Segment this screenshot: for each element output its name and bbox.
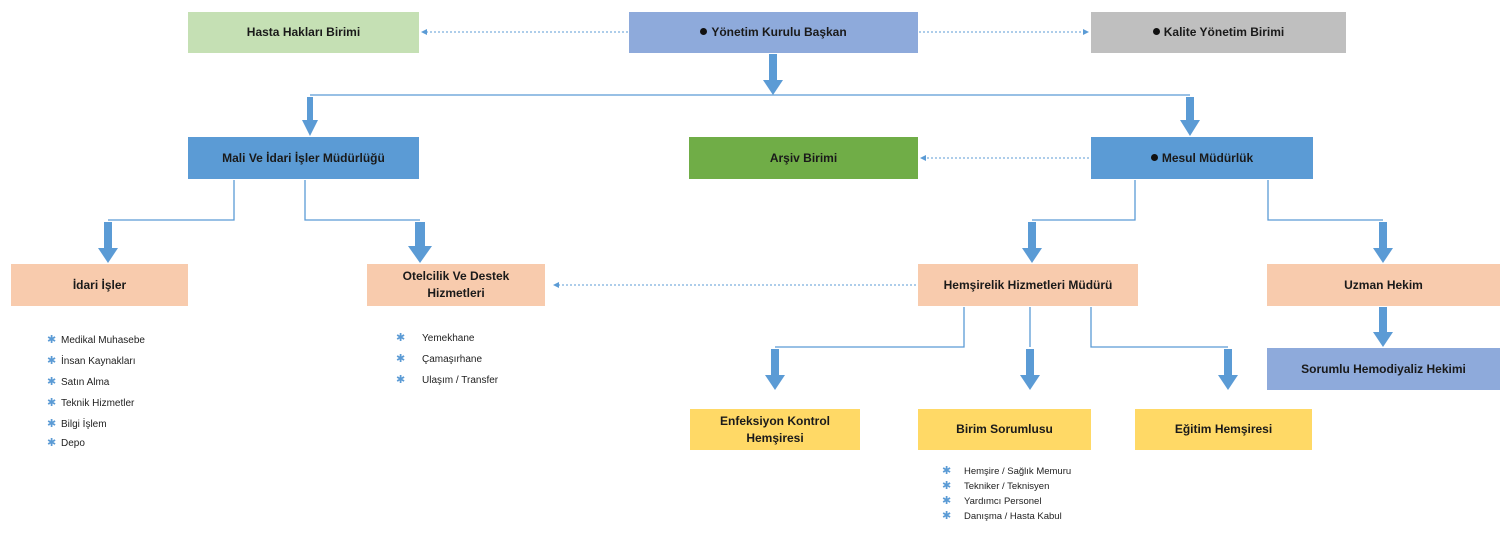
list-item: ✱Satın Alma [47, 376, 110, 389]
bullet-icon [700, 28, 708, 35]
bullet-icon [1152, 28, 1160, 35]
node-label: Uzman Hekim [1344, 277, 1423, 292]
node-label: Kalite Yönetim Birimi [1163, 25, 1285, 39]
list-item: ✱İnsan Kaynakları [47, 355, 136, 368]
list-item: ✱Hemşire / Sağlık Memuru [942, 465, 1072, 478]
asterisk-icon: ✱ [942, 465, 952, 477]
block-arrow-egitim [1218, 349, 1238, 390]
node-yonetim-kurulu: Yönetim Kurulu Başkan [629, 12, 918, 53]
asterisk-icon: ✱ [47, 418, 57, 430]
asterisk-icon: ✱ [47, 376, 57, 388]
list-item: ✱Danışma / Hasta Kabul [942, 510, 1062, 523]
asterisk-icon: ✱ [47, 355, 57, 367]
block-arrow-enfeksiyon [765, 349, 785, 390]
block-arrow-idari [98, 222, 118, 263]
asterisk-icon: ✱ [47, 437, 57, 449]
node-label: Hemşirelik Hizmetleri Müdürü [943, 277, 1113, 292]
block-arrow-birim [1020, 349, 1040, 390]
asterisk-icon: ✱ [942, 495, 952, 507]
node-label: Enfeksiyon Kontrol Hemşiresi [719, 413, 830, 445]
node-sorumlu-hemodiyaliz: Sorumlu Hemodiyaliz Hekimi [1267, 348, 1500, 390]
node-arsiv: Arşiv Birimi [689, 137, 918, 179]
asterisk-icon: ✱ [396, 332, 406, 344]
node-label: İdari İşler [72, 277, 127, 292]
node-label: Hasta Hakları Birimi [246, 25, 361, 39]
asterisk-icon: ✱ [47, 334, 57, 346]
list-item: ✱Bilgi İşlem [47, 418, 107, 431]
node-mali-idari: Mali Ve İdari İşler Müdürlüğü [188, 137, 419, 179]
block-arrow-otelcilik [408, 222, 432, 263]
block-arrow-mesul [1180, 97, 1200, 136]
node-label: Mesul Müdürlük [1161, 150, 1254, 165]
birim-items-list: ✱Hemşire / Sağlık Memuru ✱Tekniker / Tek… [942, 464, 1071, 524]
asterisk-icon: ✱ [942, 480, 952, 492]
list-item: ✱Çamaşırhane [396, 353, 483, 366]
node-label: Eğitim Hemşiresi [1174, 422, 1273, 436]
idari-items-list: ✱Medikal Muhasebe ✱İnsan Kaynakları ✱Sat… [47, 330, 145, 452]
asterisk-icon: ✱ [942, 510, 952, 522]
list-item: ✱Yardımcı Personel [942, 495, 1042, 508]
list-item: ✱Yemekhane [396, 332, 475, 345]
node-birim-sorumlusu: Birim Sorumlusu [918, 409, 1091, 450]
asterisk-icon: ✱ [396, 353, 406, 365]
node-idari-isler: İdari İşler [11, 264, 188, 306]
node-enfeksiyon: Enfeksiyon Kontrol Hemşiresi [690, 409, 860, 450]
node-kalite: Kalite Yönetim Birimi [1091, 12, 1346, 53]
list-item: ✱Depo [47, 437, 85, 450]
node-uzman-hekim: Uzman Hekim [1267, 264, 1500, 306]
node-hasta-haklari: Hasta Hakları Birimi [188, 12, 419, 53]
node-label: Birim Sorumlusu [956, 422, 1053, 436]
node-label: Yönetim Kurulu Başkan [711, 25, 847, 39]
asterisk-icon: ✱ [47, 397, 57, 409]
block-arrow-mali [302, 97, 318, 136]
block-arrow-yonetim [763, 54, 783, 95]
block-arrow-sorumlu [1373, 307, 1393, 347]
list-item: ✱Medikal Muhasebe [47, 334, 145, 347]
node-egitim: Eğitim Hemşiresi [1135, 409, 1312, 450]
node-label: Mali Ve İdari İşler Müdürlüğü [222, 150, 385, 165]
bullet-icon [1150, 153, 1158, 161]
block-arrow-uzman [1373, 222, 1393, 263]
list-item: ✱Ulaşım / Transfer [396, 374, 499, 387]
list-item: ✱Teknik Hizmetler [47, 397, 135, 410]
node-hemsirelik: Hemşirelik Hizmetleri Müdürü [918, 264, 1138, 306]
node-otelcilik: Otelcilik Ve Destek Hizmetleri [367, 264, 545, 306]
node-label: Arşiv Birimi [769, 150, 838, 165]
block-arrow-hemsirelik [1022, 222, 1042, 263]
node-mesul: Mesul Müdürlük [1091, 137, 1313, 179]
otelcilik-items-list: ✱Yemekhane ✱Çamaşırhane ✱Ulaşım / Transf… [396, 328, 498, 391]
asterisk-icon: ✱ [396, 374, 406, 386]
list-item: ✱Tekniker / Teknisyen [942, 480, 1050, 493]
node-label: Sorumlu Hemodiyaliz Hekimi [1301, 361, 1466, 376]
node-label: Otelcilik Ve Destek Hizmetleri [402, 269, 510, 300]
